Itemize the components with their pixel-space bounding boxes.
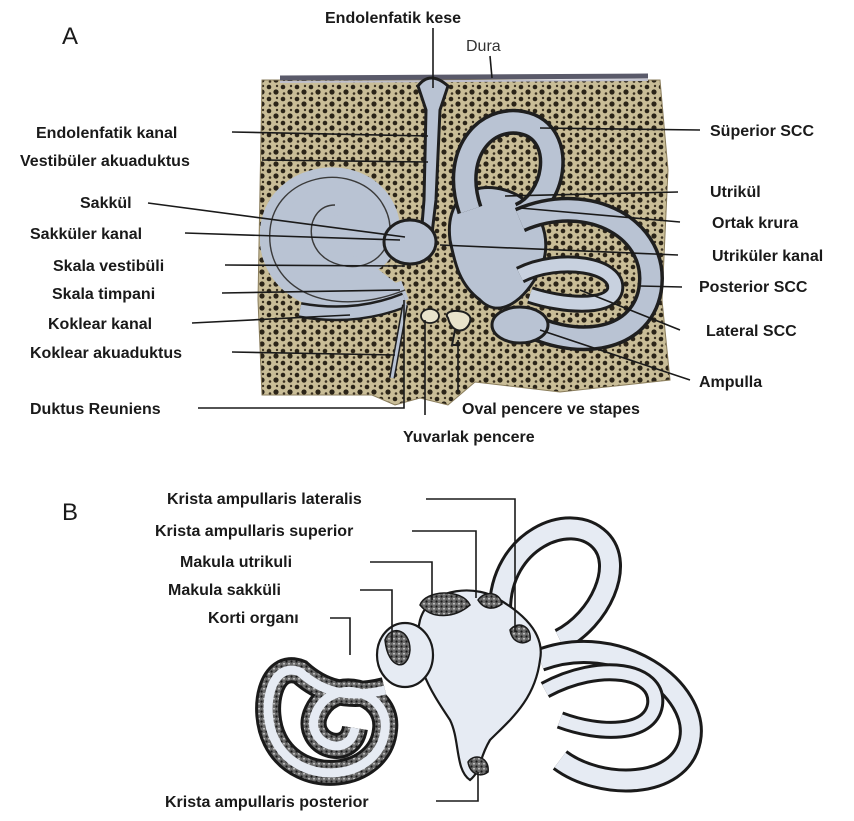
label-posterior-scc: Posterior SCC <box>699 279 808 296</box>
saccule <box>384 220 436 264</box>
label-dura: Dura <box>466 38 501 55</box>
label-cochlear-aqueduct: Koklear akuaduktus <box>30 345 182 362</box>
b-utricle <box>417 590 540 780</box>
dura-membrane <box>280 76 648 78</box>
label-lateral-scc: Lateral SCC <box>706 323 797 340</box>
label-ampulla: Ampulla <box>699 374 762 391</box>
b-cochlea <box>268 670 385 773</box>
label-utricular-duct: Utriküler kanal <box>712 248 823 265</box>
panel-b-letter: B <box>62 499 78 526</box>
panel-b-illustration <box>268 528 691 780</box>
label-endolymphatic-sac: Endolenfatik kese <box>325 10 461 27</box>
label-saccule: Sakkül <box>80 195 132 212</box>
ampulla <box>492 307 548 343</box>
label-macula-utriculi: Makula utrikuli <box>180 554 292 571</box>
label-macula-sacculi: Makula sakküli <box>168 582 281 599</box>
label-scala-tympani: Skala timpani <box>52 286 155 303</box>
label-scala-vestibuli: Skala vestibüli <box>53 258 164 275</box>
label-round-window: Yuvarlak pencere <box>403 429 535 446</box>
label-endolymphatic-duct: Endolenfatik kanal <box>36 125 177 142</box>
label-oval-window: Oval pencere ve stapes <box>462 401 640 418</box>
label-superior-scc: Süperior SCC <box>710 123 814 140</box>
label-crista-superior: Krista ampullaris superior <box>155 523 353 540</box>
label-vestibular-aqueduct: Vestibüler akuaduktus <box>20 153 190 170</box>
label-saccular-duct: Sakküler kanal <box>30 226 142 243</box>
label-cochlear-duct: Koklear kanal <box>48 316 152 333</box>
label-organ-of-corti: Korti organı <box>208 610 299 627</box>
panel-a-letter: A <box>62 23 78 50</box>
label-utricle: Utrikül <box>710 184 761 201</box>
label-crista-posterior: Krista ampullaris posterior <box>165 794 369 811</box>
label-crista-lateralis: Krista ampullaris lateralis <box>167 491 362 508</box>
round-window <box>421 309 439 323</box>
label-common-crus: Ortak krura <box>712 215 798 232</box>
label-ductus-reuniens: Duktus Reuniens <box>30 401 161 418</box>
panel-a-illustration <box>258 76 670 405</box>
